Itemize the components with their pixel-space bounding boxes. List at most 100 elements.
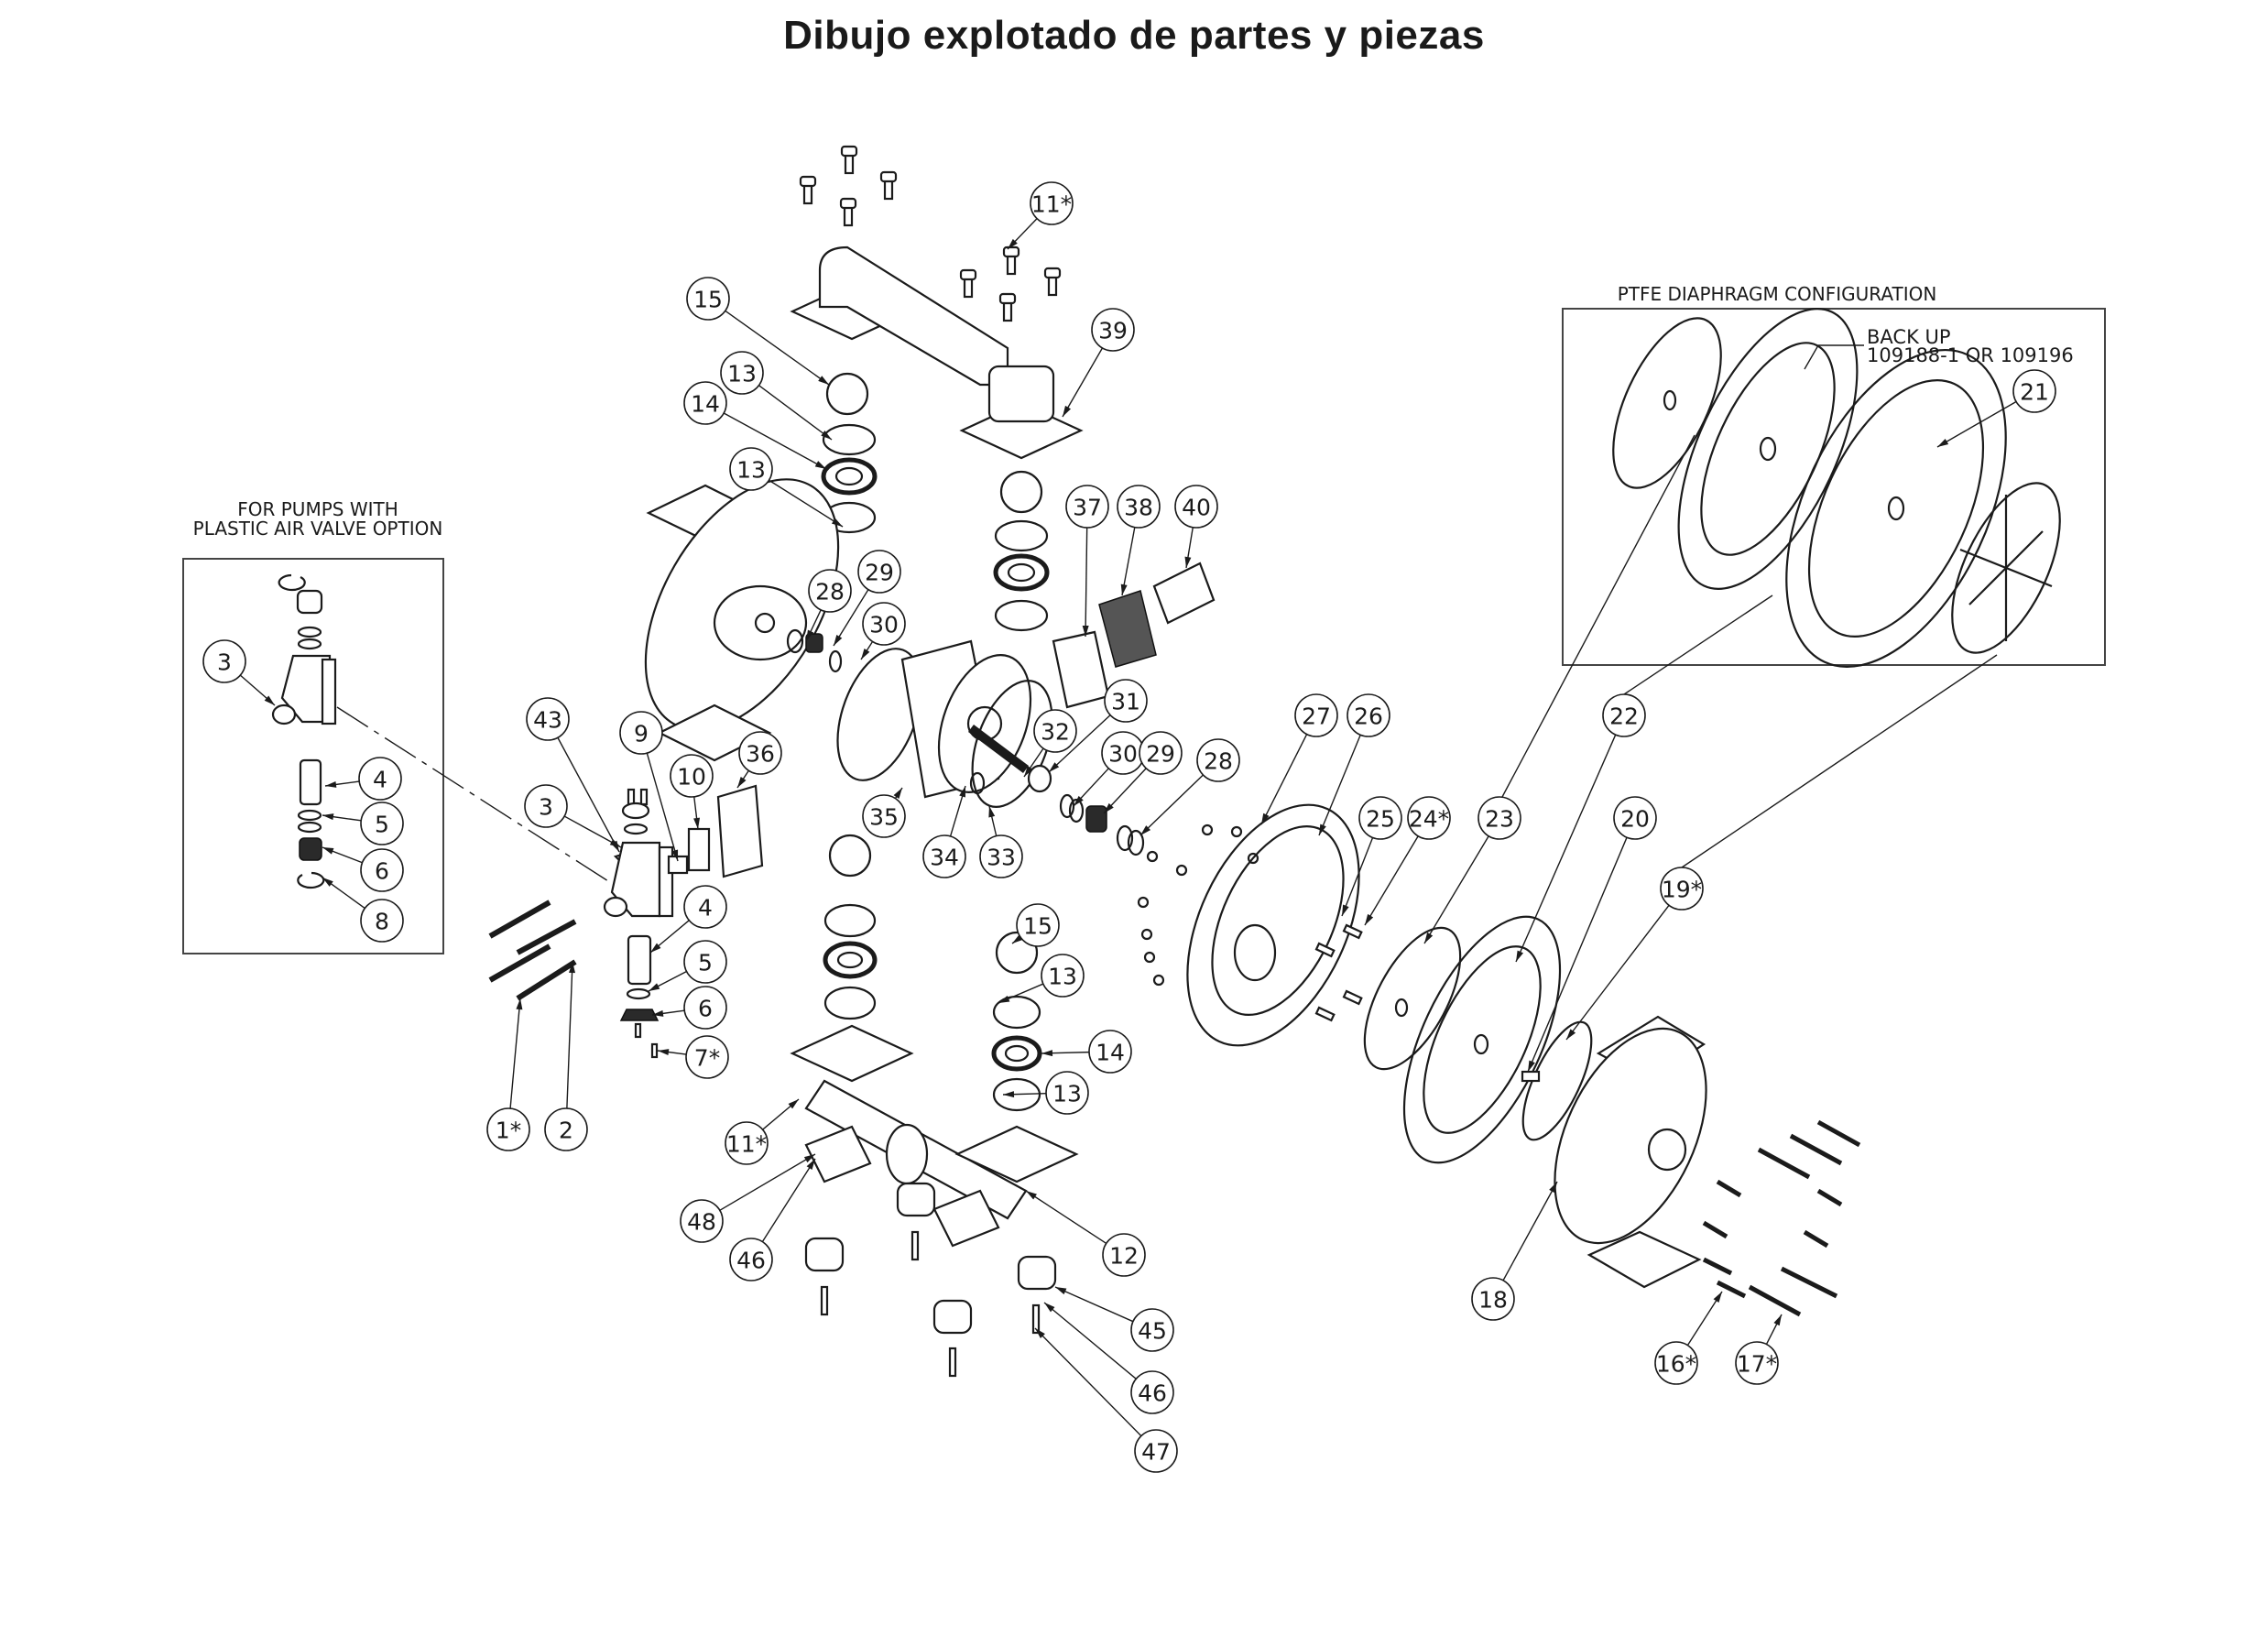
o-ring: [1127, 829, 1145, 856]
balloon-label: 14: [691, 391, 720, 418]
balloon-circle: [360, 899, 404, 943]
balloon-label: 25: [1366, 806, 1395, 833]
balloon-circle: [680, 1199, 724, 1243]
tie-rod: [488, 943, 551, 983]
balloon-label: 4: [373, 767, 387, 793]
balloon-callout-b18: 18: [1471, 1277, 1515, 1321]
arrowhead: [264, 695, 275, 705]
end-cap: [621, 802, 650, 820]
balloon-label: 16*: [1656, 1351, 1696, 1378]
leader-line: [1085, 527, 1088, 638]
air-chamber-hub: [1233, 923, 1277, 982]
balloon-label: 36: [746, 741, 775, 768]
balloon-label: 47: [1141, 1439, 1171, 1466]
balloon-label: 46: [1138, 1380, 1167, 1407]
leader-line: [1565, 904, 1670, 1041]
leader-line: [1318, 734, 1361, 836]
balloon-callout-ins_21: 21: [2012, 369, 2056, 413]
arrowhead: [1041, 1050, 1053, 1057]
center-section: [836, 639, 1053, 808]
arrowhead: [988, 806, 996, 818]
foot-bolt: [1031, 1303, 1041, 1335]
leader-line: [723, 412, 827, 470]
leader-line: [1062, 347, 1104, 418]
arrowhead: [803, 1154, 815, 1163]
o-ring: [828, 649, 843, 673]
arrowhead: [1516, 950, 1524, 962]
leader-line: [1043, 1302, 1137, 1380]
o-ring: [1059, 793, 1075, 819]
arrowhead: [650, 943, 661, 953]
balloon-circle: [862, 794, 906, 838]
end-cap: [296, 589, 323, 615]
bolt: [1002, 245, 1020, 276]
air-valve-body: [610, 841, 661, 918]
arrowhead: [1937, 438, 1949, 447]
balloon-label: 29: [865, 560, 894, 586]
o-ring: [623, 823, 649, 835]
bolt-16: [1816, 1188, 1843, 1207]
arrowhead: [1104, 802, 1114, 813]
balloon-callout-b33: 33: [979, 834, 1023, 878]
hex-nut: [1247, 852, 1259, 865]
arrowhead: [1120, 583, 1128, 595]
chamber-body: [1554, 1027, 1707, 1245]
o-ring: [994, 519, 1049, 552]
balloon-label: 23: [1485, 806, 1514, 833]
air-valve-flange: [321, 658, 337, 725]
arrowhead: [1261, 812, 1270, 824]
leader-line: [1025, 1190, 1107, 1244]
upper-check-valve-right: [993, 470, 1050, 632]
balloon-label: 6: [375, 858, 389, 885]
manifold-outlet: [885, 1123, 929, 1185]
bolt: [1314, 1006, 1336, 1022]
balloon-callout-b15_bottom: 15: [1016, 903, 1060, 947]
leader-line: [719, 1153, 816, 1211]
outer-plate-23: [1363, 926, 1462, 1071]
balloon-label: 40: [1182, 495, 1211, 521]
valve-seat-bore: [834, 466, 864, 486]
right-fluid-chamber: [1554, 1015, 1707, 1289]
arrowhead: [1026, 1191, 1037, 1200]
balloon-callout-ins_5: 5: [360, 802, 404, 845]
balloon-callout-b25: 25: [1358, 796, 1402, 840]
arrowhead: [861, 649, 870, 660]
balloon-label: 34: [930, 845, 959, 871]
arrowhead: [806, 1159, 815, 1171]
bolt-17: [1789, 1133, 1843, 1166]
hex-nut: [1143, 951, 1156, 964]
balloon-callout-b48: 48: [680, 1199, 724, 1243]
balloon-label: 13: [736, 457, 766, 484]
arrowhead: [893, 788, 902, 799]
arrowhead: [322, 813, 334, 821]
balloon-label: 35: [869, 804, 899, 831]
arrowhead: [325, 780, 337, 788]
leader-line: [1034, 1327, 1142, 1437]
balloon-label: 19*: [1662, 877, 1702, 903]
leader-line: [761, 1158, 816, 1242]
gasket-36: [716, 784, 764, 878]
arrowhead: [1773, 1314, 1782, 1326]
leader-line: [758, 385, 833, 441]
arrowhead: [1082, 625, 1089, 637]
diaphragm-hub: [1473, 1033, 1489, 1055]
balloon-circle: [685, 1035, 729, 1079]
alignment-line: [336, 706, 642, 903]
arrowhead: [788, 1099, 799, 1109]
muffler-40: [1152, 562, 1216, 625]
bolt-16: [1716, 1179, 1742, 1198]
balloon-circle: [1477, 796, 1521, 840]
balloon-callout-b5: 5: [683, 940, 727, 984]
balloon-callout-b26: 26: [1347, 693, 1390, 737]
discharge-manifold: [790, 245, 1084, 460]
balloon-circle: [862, 602, 906, 646]
top-bolts: [799, 145, 1062, 322]
arrowhead: [1074, 795, 1084, 806]
balloon-circle: [1045, 1071, 1089, 1115]
hex-nut: [1175, 864, 1188, 877]
balloon-circle: [1660, 867, 1704, 911]
leader-line: [725, 310, 830, 386]
balloon-label: 12: [1109, 1243, 1139, 1270]
